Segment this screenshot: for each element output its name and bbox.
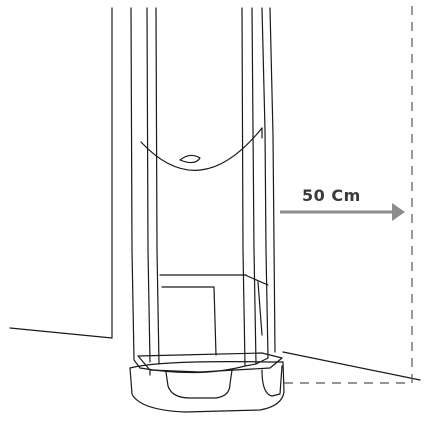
- clearance-boundary: [284, 6, 413, 384]
- base-outer-body: [129, 361, 285, 413]
- distance-arrow: [280, 203, 405, 221]
- base-side-opening: [261, 365, 283, 397]
- tower-appliance: [130, 7, 276, 374]
- front-panel-curve: [140, 127, 263, 171]
- base-rim: [129, 361, 284, 369]
- intake-panel-side-line: [257, 281, 263, 336]
- floor-line-left: [9, 327, 113, 339]
- tower-right-edge: [261, 7, 269, 359]
- intake-panel-top-side: [244, 274, 269, 286]
- tower-front-right-inner-edge: [251, 7, 257, 365]
- base-top-plate: [137, 352, 283, 373]
- tower-front-left-inner-edge: [155, 7, 160, 365]
- tower-front-left-edge: [146, 7, 151, 363]
- distance-label: 50 Cm: [302, 186, 361, 205]
- arrow-head-icon: [392, 203, 405, 221]
- tower-base: [129, 352, 285, 413]
- tower-side-edge: [269, 7, 276, 353]
- tower-front-right-edge: [241, 7, 246, 367]
- room-outline: [9, 7, 421, 381]
- control-indent: [179, 154, 201, 164]
- intake-panel-divider: [213, 286, 217, 356]
- tower-left-edge: [130, 7, 141, 369]
- floor-line-right: [282, 351, 421, 381]
- base-front-opening: [165, 369, 233, 399]
